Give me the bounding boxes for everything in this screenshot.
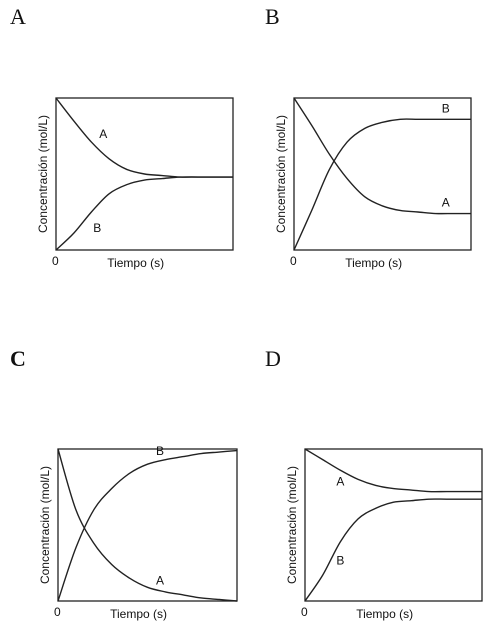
series-line-a-a: [55, 97, 233, 178]
series-label-c-b: B: [156, 444, 164, 458]
series-label-c-a: A: [156, 574, 164, 588]
plot-frame-c: [57, 448, 238, 602]
chart-panel-d: A B 0 Tiempo (s) Concentración (mol/L): [285, 448, 483, 621]
series-label-d-a: A: [336, 474, 344, 488]
series-label-a-b: B: [93, 221, 101, 235]
plot-frame-a: [55, 97, 234, 251]
y-axis-label-a: Concentración (mol/L): [36, 115, 50, 233]
series-label-b-b: B: [442, 101, 450, 115]
x-axis-label-b: Tiempo (s): [345, 256, 402, 270]
series-line-b-b: [293, 118, 471, 251]
series-line-b-a: [293, 97, 471, 215]
series-label-b-a: A: [442, 196, 450, 210]
series-line-c-a: [57, 448, 238, 602]
series-label-a-a: A: [99, 127, 107, 141]
chart-panel-c: B A 0 Tiempo (s) Concentración (mol/L): [38, 444, 238, 621]
x-axis-label-a: Tiempo (s): [107, 256, 164, 270]
y-axis-label-b: Concentración (mol/L): [274, 115, 288, 233]
panel-letter-a: A: [10, 4, 26, 29]
panel-letter-c: C: [10, 346, 26, 371]
series-label-d-b: B: [336, 554, 344, 568]
series-line-d-b: [304, 498, 482, 602]
series-line-a-b: [55, 176, 233, 251]
panel-letter-b: B: [265, 4, 280, 29]
x-origin-label-a: 0: [52, 254, 59, 268]
chart-panel-a: A B 0 Tiempo (s) Concentración (mol/L): [36, 97, 234, 270]
x-origin-label-b: 0: [290, 254, 297, 268]
plot-frame-b: [293, 97, 472, 251]
x-origin-label-d: 0: [301, 605, 308, 619]
x-axis-label-c: Tiempo (s): [110, 607, 167, 621]
series-line-c-b: [57, 449, 238, 602]
x-axis-label-d: Tiempo (s): [356, 607, 413, 621]
x-origin-label-c: 0: [54, 605, 61, 619]
series-line-d-a: [304, 448, 482, 493]
y-axis-label-d: Concentración (mol/L): [285, 466, 299, 584]
y-axis-label-c: Concentración (mol/L): [38, 466, 52, 584]
chart-panel-b: B A 0 Tiempo (s) Concentración (mol/L): [274, 97, 472, 270]
panel-letter-d: D: [265, 346, 281, 371]
plot-frame-d: [304, 448, 483, 602]
